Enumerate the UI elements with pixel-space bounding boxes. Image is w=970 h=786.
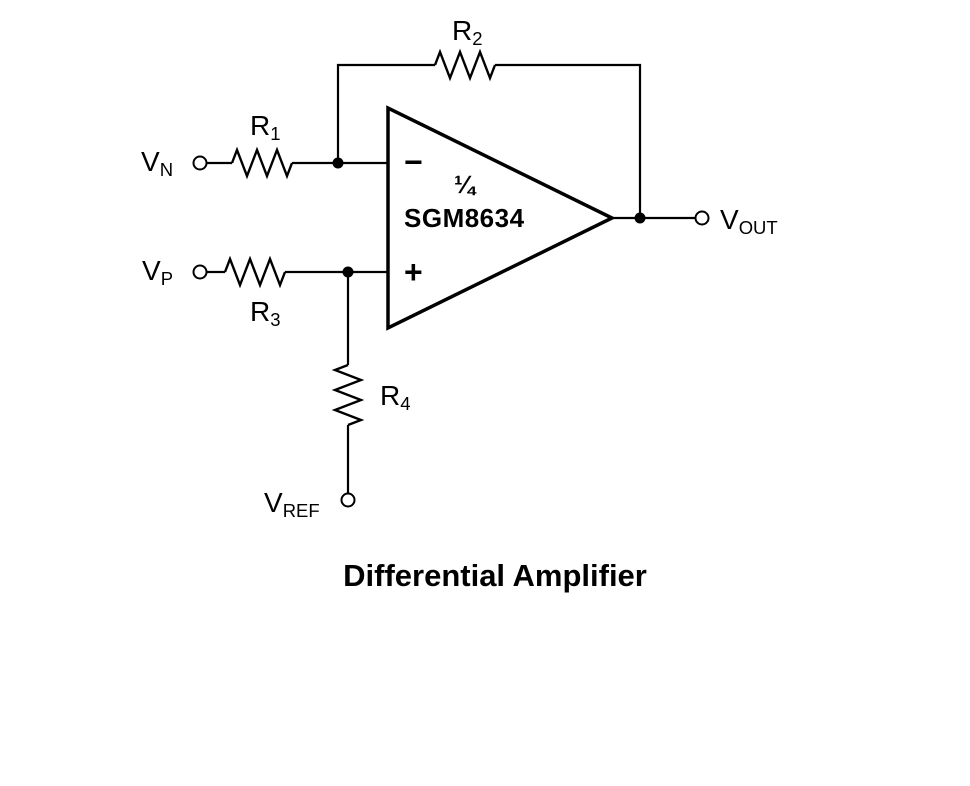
label-vref-sub: REF [282,500,320,522]
label-vp-sub: P [160,268,174,290]
label-vp-base: V [142,255,161,286]
opamp-inverting-sign: − [404,144,423,180]
wires [207,63,695,493]
label-r4: R4 [380,382,411,414]
diagram-caption: Differential Amplifier [343,558,647,593]
label-vout-base: V [720,204,739,235]
label-vn-sub: N [159,159,174,181]
junction-dots [332,157,646,278]
resistors [223,48,497,427]
opamp-noninverting-sign: + [404,254,423,290]
resistor-r3 [223,255,287,289]
node-dot-output [634,212,646,224]
terminal-vp [192,264,208,280]
label-r4-base: R [380,380,401,411]
label-vout: VOUT [720,206,778,238]
node-dot-feedback [332,157,344,169]
terminal-vout [694,210,710,226]
label-r1-base: R [250,110,271,141]
label-r2: R2 [452,17,483,49]
resistor-r2 [433,48,497,82]
terminal-vn [192,155,208,171]
label-vn: VN [141,148,173,180]
label-r1-sub: 1 [270,123,281,145]
label-r3: R3 [250,298,281,330]
terminal-vref [340,492,356,508]
label-r2-base: R [452,15,473,46]
label-vout-sub: OUT [738,217,778,239]
wire-feedback-right [495,63,642,218]
label-vn-base: V [141,146,160,177]
wire-feedback-left [336,63,435,163]
opamp-triangle [386,105,616,331]
label-r2-sub: 2 [472,28,483,50]
resistor-r4 [331,363,365,427]
label-r1: R1 [250,112,281,144]
label-vp: VP [142,257,173,289]
label-vref: VREF [264,489,320,521]
opamp-part-number: SGM8634 [404,203,525,233]
label-r3-base: R [250,296,271,327]
label-r4-sub: 4 [400,393,411,415]
label-r3-sub: 3 [270,309,281,331]
terminals [192,155,710,508]
opamp-fraction-label: ¼ [454,171,475,199]
resistor-r1 [230,146,294,180]
label-vref-base: V [264,487,283,518]
node-dot-r4 [342,266,354,278]
